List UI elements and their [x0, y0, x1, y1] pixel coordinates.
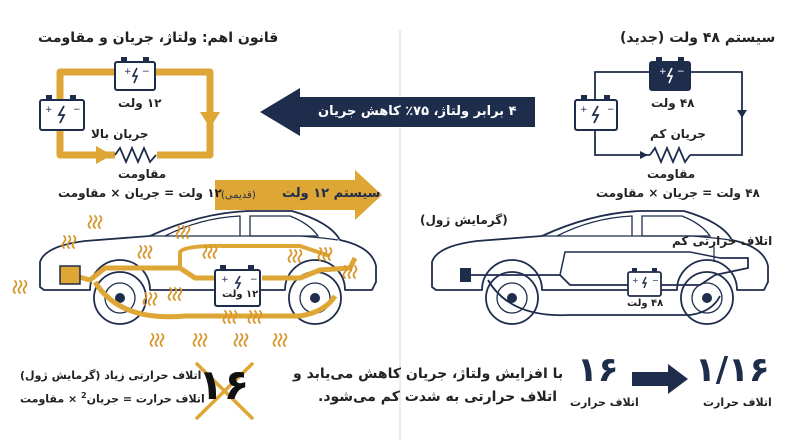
left-car-battery-label: ۱۲ ولت	[222, 289, 259, 300]
right-panel-title: سیستم ۴۸ ولت (جدید)	[620, 30, 776, 46]
top-arrow	[260, 88, 535, 136]
loss-arrow	[632, 364, 688, 394]
svg-text:+: +	[221, 275, 229, 285]
svg-text:−: −	[250, 275, 258, 285]
svg-text:+: +	[124, 67, 132, 77]
loss-caption-right: اتلاف حرارت	[703, 396, 772, 409]
battery-icon: + −	[214, 265, 261, 307]
battery-icon: + −	[649, 57, 691, 91]
battery-icon: + −	[574, 95, 618, 131]
svg-text:−: −	[652, 276, 659, 285]
left-current-label: جریان بالا	[91, 127, 149, 141]
high-loss-label: اتلاف حرارتی زیاد (گرمایش ژول)	[20, 369, 202, 382]
heat-formula: اتلاف حرارت = جریان2 × مقاومت	[20, 391, 205, 406]
right-resistance-label: مقاومت	[647, 167, 696, 181]
battery-icon: + −	[39, 95, 85, 131]
svg-text:−: −	[142, 67, 150, 77]
left-battery-label: ۱۲ ولت	[118, 96, 162, 110]
svg-text:−: −	[677, 67, 685, 77]
left-formula: ۱۲ ولت = جریان × مقاومت	[58, 186, 222, 200]
right-circuit: + − + −	[574, 57, 747, 165]
svg-text:+: +	[659, 67, 667, 77]
battery-icon: + −	[627, 268, 662, 297]
heat-formula-sup: 2	[81, 391, 87, 400]
right-formula: ۴۸ ولت = جریان × مقاومت	[596, 186, 760, 200]
message-line-1: با افزایش ولتاژ، جریان کاهش می‌یابد و	[293, 366, 564, 382]
right-car-battery-label: ۴۸ ولت	[627, 298, 664, 309]
left-resistance-label: مقاومت	[118, 167, 167, 181]
resistor-icon	[649, 145, 691, 165]
loss-caption-left: اتلاف حرارت	[570, 396, 639, 409]
svg-text:+: +	[580, 105, 588, 115]
svg-text:−: −	[73, 105, 81, 115]
battery-icon: + −	[114, 57, 156, 91]
message-line-2: اتلاف حرارتی به شدت کم می‌شود.	[318, 389, 558, 405]
low-loss-label: اتلاف حرارتی کم	[672, 234, 773, 248]
resistor-icon	[114, 145, 157, 165]
middle-arrow	[215, 170, 382, 220]
crossed-number	[195, 362, 254, 420]
left-circuit: + − + −	[39, 57, 220, 165]
svg-text:+: +	[632, 276, 639, 285]
top-arrow-label: ۴ برابر ولتاژ، ۷۵٪ کاهش جریان	[318, 104, 517, 119]
left-panel-title: قانون اهم: ولتاژ، جریان و مقاومت	[38, 30, 279, 46]
svg-text:+: +	[45, 105, 53, 115]
heat-formula-suffix: × مقاومت	[20, 392, 78, 406]
right-car: + −	[431, 210, 769, 325]
loss-value-right: ۱/۱۶	[695, 350, 770, 390]
right-battery-label: ۴۸ ولت	[651, 96, 695, 110]
heat-formula-prefix: اتلاف حرارت = جریان	[86, 392, 205, 406]
joule-label: (گرمایش ژول)	[420, 213, 508, 227]
svg-text:−: −	[607, 105, 615, 115]
crossed-number-value: ۱۶	[198, 360, 250, 409]
right-current-label: جریان کم	[650, 127, 706, 141]
loss-value-left: ۱۶	[577, 350, 619, 390]
left-car: + −	[12, 210, 377, 347]
middle-arrow-label: سیستم ۱۲ ولت	[282, 186, 381, 201]
middle-arrow-sublabel: (قدیمی)	[221, 190, 256, 201]
